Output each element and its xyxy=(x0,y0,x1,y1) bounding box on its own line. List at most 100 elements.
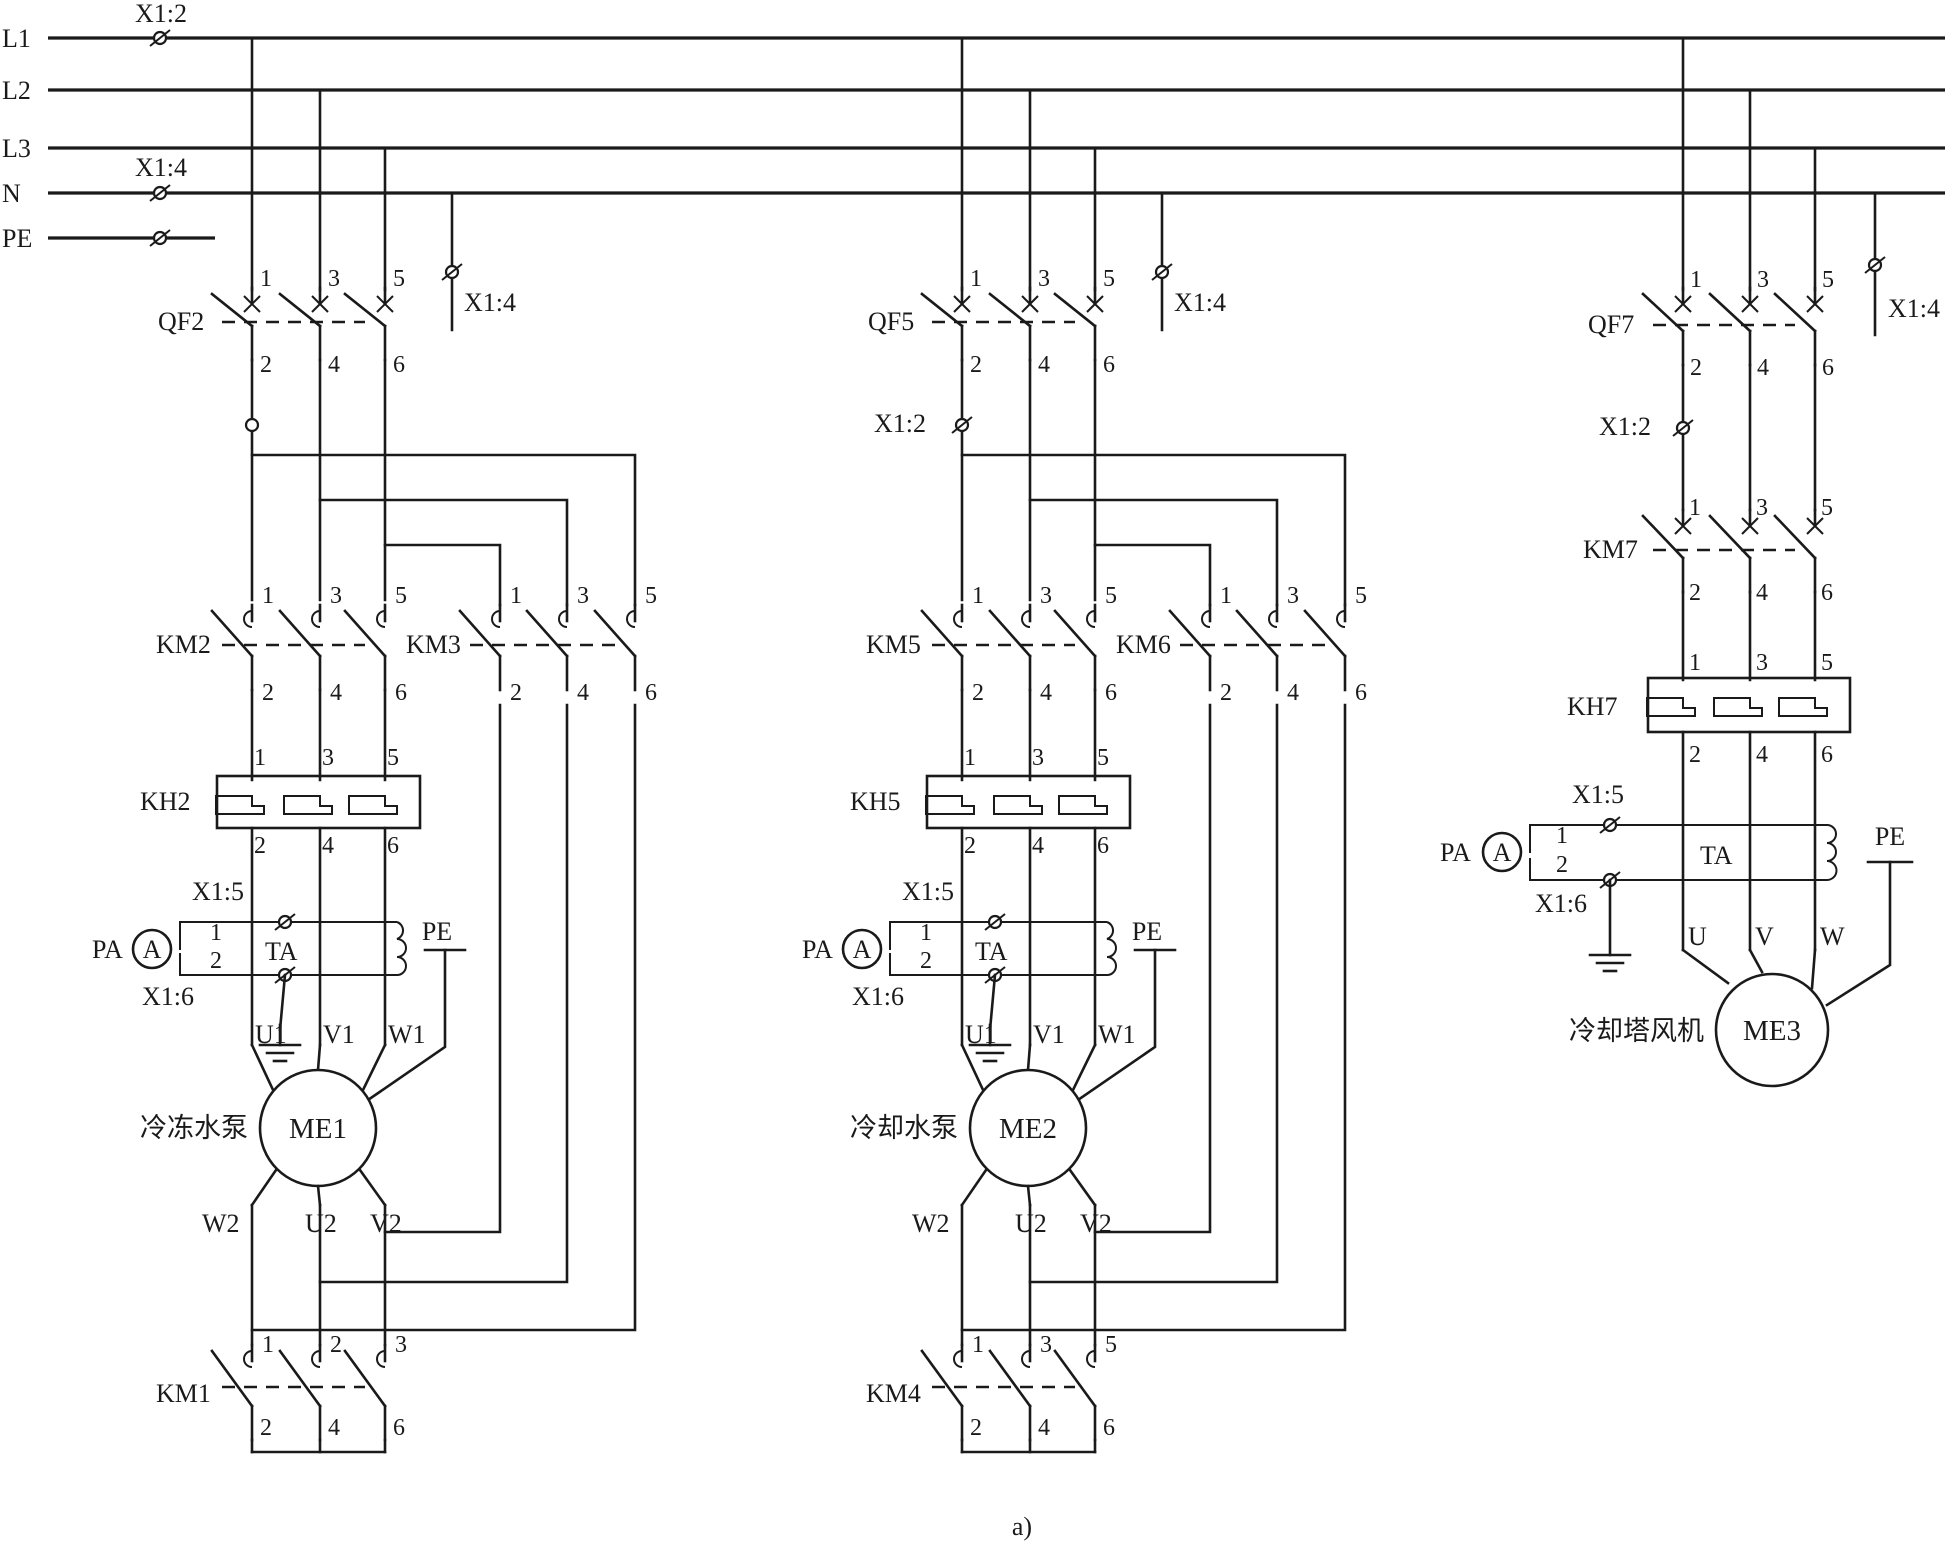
wire xyxy=(1773,514,1817,560)
lead-label: V1 xyxy=(1033,1020,1065,1049)
terminal-slash xyxy=(1672,419,1694,437)
wire xyxy=(250,453,637,607)
pin-label: 6 xyxy=(395,680,407,706)
lead-label: U xyxy=(1688,922,1707,951)
pin-label: 5 xyxy=(393,266,405,292)
contact-arc xyxy=(376,1350,386,1368)
motor-unit-3: X1:4123456QF7X1:2123456KM7123456KH7X1:5X… xyxy=(1440,36,1940,1088)
pin-label: 6 xyxy=(1105,680,1117,706)
breaker-label: QF7 xyxy=(1588,310,1634,339)
pin-label: 4 xyxy=(1032,833,1044,859)
wire xyxy=(960,1043,986,1094)
wire xyxy=(283,795,333,815)
wire xyxy=(179,921,397,950)
terminal-slash xyxy=(1599,816,1621,834)
wire xyxy=(960,1168,988,1207)
pin-label: 5 xyxy=(1821,495,1833,521)
wire xyxy=(1168,609,1212,658)
pin-label: 6 xyxy=(393,352,405,378)
lead-label: U1 xyxy=(255,1020,287,1049)
contactor-label: KM5 xyxy=(866,630,921,659)
wire xyxy=(278,292,322,328)
pin-label: 6 xyxy=(1821,580,1833,606)
contact-arc xyxy=(1268,610,1278,628)
wire xyxy=(210,292,254,328)
pin-label: 3 xyxy=(1757,267,1769,293)
motor-name: 冷冻水泵 xyxy=(140,1113,248,1143)
pin-label: 1 xyxy=(262,583,274,609)
wire xyxy=(1026,1043,1032,1072)
pin-label: 5 xyxy=(645,583,657,609)
pin-label: 2 xyxy=(1556,852,1568,878)
wire xyxy=(360,1043,387,1094)
wire xyxy=(960,453,1347,607)
wire xyxy=(988,973,997,1032)
pin-label: 3 xyxy=(1287,583,1299,609)
lead-label: W2 xyxy=(912,1209,950,1238)
pin-label: 2 xyxy=(262,680,274,706)
ammeter xyxy=(1481,831,1523,873)
wire xyxy=(210,609,254,658)
contactor-label: KM6 xyxy=(1116,630,1171,659)
contact-arc xyxy=(491,610,501,628)
pin-label: 6 xyxy=(1097,833,1109,859)
contactor-label: KM7 xyxy=(1583,535,1638,564)
wire xyxy=(1806,517,1824,535)
pin-label: 1 xyxy=(972,1332,984,1358)
terminal-slash xyxy=(149,29,171,47)
wire xyxy=(1741,295,1759,313)
pin-label: 2 xyxy=(1689,742,1701,768)
wire xyxy=(383,703,502,1234)
terminal-label: X1:5 xyxy=(902,877,954,906)
contact-arc xyxy=(1086,610,1096,628)
wire xyxy=(250,703,637,1332)
pin-label: 6 xyxy=(387,833,399,859)
wire xyxy=(1026,1184,1032,1207)
wire xyxy=(593,609,637,658)
pin-label: 4 xyxy=(330,680,342,706)
terminal-label: X1:5 xyxy=(192,877,244,906)
pin-label: 3 xyxy=(395,1332,407,1358)
wire xyxy=(920,1349,964,1408)
pin-label: 4 xyxy=(1038,352,1050,378)
wire xyxy=(988,609,1032,658)
pin-label: 2 xyxy=(964,833,976,859)
wire xyxy=(1076,948,1157,1102)
relay-box xyxy=(925,774,1132,830)
ct-label: TA xyxy=(265,937,298,966)
wire xyxy=(525,609,569,658)
wire xyxy=(343,292,387,328)
terminal-slash xyxy=(441,263,463,281)
wire xyxy=(993,795,1043,815)
lead-label: V xyxy=(1755,922,1774,951)
wire xyxy=(318,703,569,1284)
wire xyxy=(889,921,1107,950)
contact-arc xyxy=(311,610,321,628)
breaker-label: QF2 xyxy=(158,307,204,336)
terminal-label: X1:2 xyxy=(874,409,926,438)
pin-label: 2 xyxy=(330,1332,342,1358)
relay-label: KH2 xyxy=(140,787,191,816)
contact-arc xyxy=(243,610,253,628)
bus-line-label-n: N xyxy=(2,179,21,208)
pin-label: 1 xyxy=(510,583,522,609)
wire xyxy=(250,1168,278,1207)
relay-label: KH5 xyxy=(850,787,901,816)
wire xyxy=(278,973,287,1032)
wire xyxy=(988,1349,1032,1408)
wire xyxy=(1086,295,1104,313)
wire xyxy=(1068,1168,1097,1207)
wire xyxy=(1825,860,1892,1007)
wire xyxy=(1674,295,1692,313)
wire xyxy=(1681,948,1730,985)
pin-label: 6 xyxy=(1103,1415,1115,1441)
pin-label: 1 xyxy=(210,920,222,946)
pin-label: 1 xyxy=(1689,495,1701,521)
pin-label: 1 xyxy=(972,583,984,609)
wire xyxy=(925,795,975,815)
pin-label: 3 xyxy=(577,583,589,609)
pin-label: 1 xyxy=(1690,267,1702,293)
pin-label: 2 xyxy=(254,833,266,859)
terminal-label: X1:4 xyxy=(464,288,516,317)
